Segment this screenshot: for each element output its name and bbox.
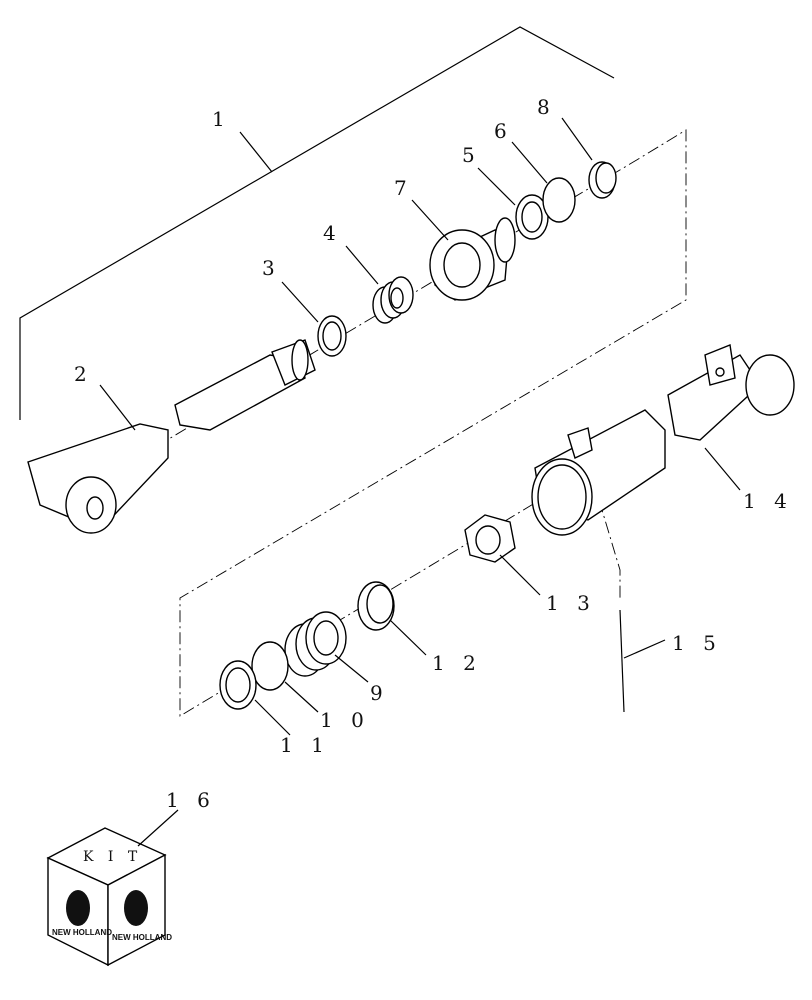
label-8: 8 [537, 95, 556, 119]
label-3: 3 [262, 256, 281, 280]
label-2: 2 [74, 362, 93, 386]
label-12: 1 2 [432, 651, 482, 675]
kit-text: K I T [83, 849, 142, 865]
label-13: 1 3 [546, 591, 596, 615]
logo-right-icon [124, 890, 148, 926]
leader-16 [137, 809, 179, 847]
label-7: 7 [394, 176, 413, 200]
nut-13 [464, 514, 516, 563]
piston-rod [27, 339, 316, 534]
label-6: 6 [494, 119, 513, 143]
leader-5 [477, 167, 516, 206]
piston-9 [284, 611, 347, 677]
brand-right: NEW HOLLAND [112, 933, 172, 942]
label-11: 1 1 [280, 733, 330, 757]
leader-7 [411, 199, 449, 241]
gland-7 [429, 217, 516, 301]
leader-1 [239, 131, 273, 173]
cylinder-barrel [531, 344, 795, 536]
leader-6 [511, 141, 548, 184]
leader-10 [284, 681, 319, 713]
label-9: 9 [370, 681, 389, 705]
leader-15 [623, 639, 666, 659]
leader-3 [281, 281, 319, 323]
label-16: 1 6 [166, 788, 216, 812]
label-4: 4 [323, 221, 342, 245]
seal-coil-4 [372, 276, 414, 324]
leader-13 [499, 554, 541, 596]
brand-left: NEW HOLLAND [52, 928, 112, 937]
oring-6 [542, 177, 576, 223]
assembly-bracket [19, 26, 615, 420]
oring-10 [251, 641, 289, 691]
label-15: 1 5 [672, 631, 722, 655]
logo-left-icon [66, 890, 90, 926]
centerline-upper [99, 129, 687, 717]
leader-9 [334, 654, 369, 683]
label-14: 1 4 [743, 489, 793, 513]
bushing-8 [588, 161, 617, 199]
label-5: 5 [462, 143, 481, 167]
wire-15 [619, 609, 625, 713]
leader-8 [561, 117, 593, 161]
leader-4 [345, 245, 379, 285]
label-10: 1 0 [320, 708, 370, 732]
leader-14 [704, 447, 741, 491]
leader-12 [389, 619, 427, 656]
leader-11 [254, 699, 291, 736]
kit-box: K I T NEW HOLLAND NEW HOLLAND [46, 827, 172, 967]
label-1: 1 [212, 107, 231, 131]
leader-2 [99, 384, 136, 431]
